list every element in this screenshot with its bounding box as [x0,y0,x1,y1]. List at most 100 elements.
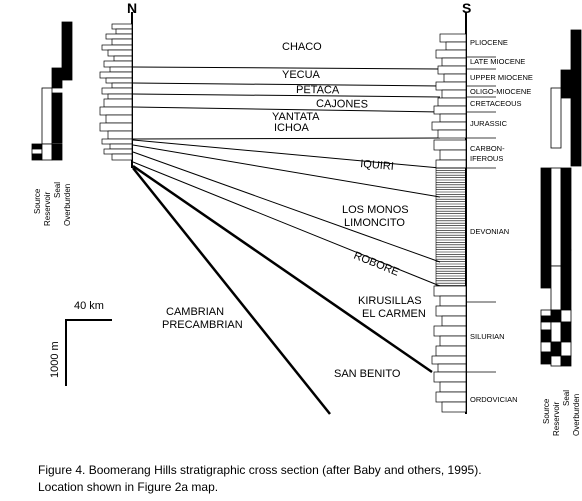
north-source-bar-3 [31,153,43,161]
label-cajones: CAJONES [316,98,368,111]
north-legend: Source Reservoir Seal Overburden [33,182,72,226]
age-devonian: DEVONIAN [470,227,509,236]
north-seal-bar [51,67,63,89]
south-reservoir-bar-1 [550,87,562,149]
petaca-top-line [132,82,441,87]
north-legend-reservoir: Reservoir [43,191,52,226]
label-cambrian: CAMBRIAN [166,306,224,318]
ichoa-base-line [132,137,441,140]
age-cretaceous: CRETACEOUS [470,99,522,108]
north-well-column [99,12,133,168]
south-source-bar-3 [540,315,552,323]
north-source-bar-2 [31,148,43,155]
north-legend-overburden: Overburden [63,184,72,226]
north-petroleum-bars [31,21,73,161]
yantata-top-line [132,106,441,113]
age-pliocene: PLIOCENE [470,38,508,47]
label-precambrian: PRECAMBRIAN [162,319,243,331]
robore-top-line [132,151,441,263]
shale-interval-outline [435,167,467,287]
north-legend-source: Source [33,188,42,214]
south-lithology-log [431,33,467,169]
south-legend-source: Source [542,398,551,424]
label-chaco: CHACO [282,41,322,53]
south-lower-log [431,285,467,413]
south-legend-overburden: Overburden [572,394,581,436]
yecua-top-line [132,66,441,70]
south-legend-seal: Seal [562,390,571,406]
caption-line-1: Figure 4. Boomerang Hills stratigraphic … [38,463,482,477]
scale-bar-lines [65,319,112,386]
formation-labels: CHACO YECUA PETACA CAJONES YANTATA ICHOA… [162,41,426,380]
north-overburden-bar [61,21,73,81]
south-reservoir-bar-5 [550,321,562,343]
north-lithology-log [99,23,133,161]
label-ichoa: ICHOA [274,122,310,134]
north-reservoir-bar [41,87,53,145]
section-boundaries [132,66,441,287]
age-jurassic: JURASSIC [470,119,508,128]
label-kirusillas: KIRUSILLAS [358,295,422,307]
south-seal-bar-2 [560,167,572,251]
south-source-bar-5 [540,329,552,343]
south-well-column [431,12,496,414]
label-los-monos: LOS MONOS [342,204,409,216]
north-source-bar-1 [31,143,43,150]
north-legend-seal: Seal [53,182,62,198]
figure-caption: Figure 4. Boomerang Hills stratigraphic … [38,462,578,496]
south-reservoir-bar-3 [550,265,562,311]
age-late-miocene: LATE MIOCENE [470,57,525,66]
south-seal-bar-1 [560,69,572,99]
label-robore: ROBORE [352,250,401,279]
label-el-carmen: EL CARMEN [362,308,426,320]
label-yecua: YECUA [282,69,321,81]
south-reservoir-bar-4 [550,309,562,323]
south-source-bar-6 [540,341,552,353]
south-seal-bar-6 [560,341,572,357]
age-upper-miocene: UPPER MIOCENE [470,73,533,82]
label-iquiri: IQUIRI [360,158,395,173]
label-yantata: YANTATA [272,111,320,123]
north-seal-bar-2 [51,92,63,144]
south-source-bar-7 [540,351,552,365]
scale-bar: 40 km 1000 m [49,300,112,386]
label-limoncito: LIMONCITO [344,217,405,229]
south-seal-bar-4 [560,309,572,323]
age-carboniferous-1: CARBON- [470,144,505,153]
south-reservoir-bar-7 [550,355,562,367]
north-label: N [127,0,137,16]
south-label: S [462,0,471,16]
north-seal-bar-3 [51,143,63,161]
south-reservoir-bar-2 [550,167,562,267]
south-petroleum-bars [540,29,582,367]
age-labels: PLIOCENE LATE MIOCENE UPPER MIOCENE OLIG… [470,38,533,404]
robore-base-line [132,161,441,287]
south-shale-hatching [435,167,467,287]
iquiri-base-line [132,139,441,169]
south-source-bar-4 [540,321,552,331]
scale-horizontal-label: 40 km [74,300,104,312]
los-monos-top-line [132,144,441,198]
south-seal-bar-3 [560,249,572,311]
basement-lines [132,164,433,415]
cajones-top-line [132,93,441,98]
south-source-bar-1 [540,167,552,289]
age-oligo-miocene: OLIGO-MIOCENE [470,87,531,96]
age-silurian: SILURIAN [470,332,505,341]
south-age-ticks [466,56,496,373]
south-overburden-bar [570,29,582,167]
south-source-bar-2 [540,309,552,317]
south-seal-bar-7 [560,355,572,367]
age-carboniferous-2: IFEROUS [470,154,503,163]
south-seal-bar-5 [560,321,572,343]
scale-vertical-label: 1000 m [49,341,61,378]
north-reservoir-bar-2 [41,143,53,161]
label-san-benito: SAN BENITO [334,368,401,380]
san-benito-base-line [132,164,433,374]
south-legend-reservoir: Reservoir [552,401,561,436]
south-reservoir-bar-6 [550,341,562,357]
cambrian-boundary-line [132,167,331,415]
age-ordovician: ORDOVICIAN [470,395,518,404]
label-petaca: PETACA [296,84,340,96]
